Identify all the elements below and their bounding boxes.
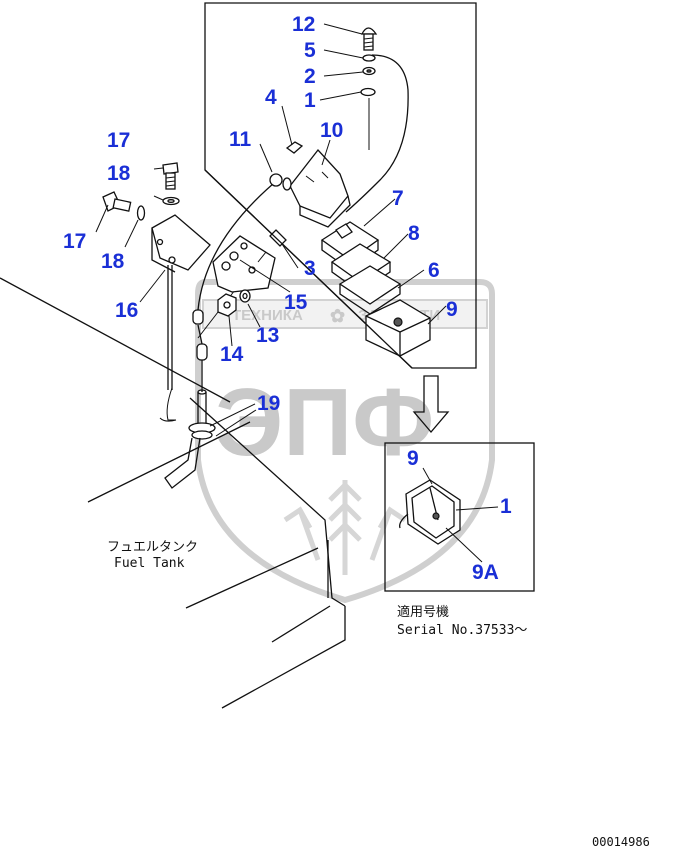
callout-6: 6 [428,259,440,282]
callout-17-top: 17 [107,129,130,152]
bushing-3 [269,229,287,247]
fuel-tank [0,277,346,709]
serial-label-jp: 適用号機 [397,604,449,620]
callout-14: 14 [220,343,244,366]
callout-7: 7 [392,187,404,210]
cover-10 [289,148,351,228]
label-4 [285,141,304,154]
nut-14 [217,293,237,317]
inset-frame [384,442,535,592]
callout-10: 10 [320,119,343,142]
gauge-9 [365,299,431,357]
callout-1: 1 [304,89,316,112]
callout-18-top: 18 [107,162,131,185]
callout-3: 3 [304,257,316,280]
inset-callout-9A: 9A [472,561,499,584]
drawing-number: 00014986 [592,835,650,849]
down-arrow-icon [412,375,450,434]
washer-18-top [162,196,180,206]
inset-gauge-9 [399,479,461,545]
callout-8: 8 [408,222,420,245]
callout-4: 4 [265,86,277,109]
callout-18-side: 18 [101,250,125,273]
main-detail-frame [204,2,477,369]
callout-13: 13 [256,324,279,347]
callout-2: 2 [304,65,316,88]
fuel-tank-label-jp: フュエルタンク [107,540,198,555]
washer-13 [239,289,251,303]
bracket-16 [151,214,211,390]
washer-2 [362,66,376,76]
washer-5 [362,54,376,62]
fuel-tank-label-en: Fuel Tank [114,556,185,571]
watermark-shield [195,279,495,604]
callout-19: 19 [257,392,280,415]
washer-1 [360,87,376,97]
callout-15: 15 [284,291,308,314]
callout-17-side: 17 [63,230,86,253]
callout-numbers: 12 5 2 1 4 10 11 17 18 17 18 7 8 6 3 15 … [63,13,512,584]
screw-12 [360,27,378,51]
callout-11: 11 [229,128,252,151]
callout-12: 12 [292,13,315,36]
inset-callout-1: 1 [500,495,512,518]
plate-15 [212,235,276,293]
watermark: ТЕХНИКА ✿ ЗАПЧАСТИ ЭПФ [195,279,495,604]
bolt-17-top [162,162,179,190]
inset-callout-9: 9 [407,447,419,470]
callout-5: 5 [304,39,316,62]
watermark-text-left: ТЕХНИКА [232,307,303,324]
callout-9: 9 [446,298,458,321]
grommet-11 [269,173,292,191]
frame-diagonal [204,169,413,369]
leader-lines [95,23,499,563]
serial-label-en: Serial No.37533～ [397,623,527,638]
wire-loop [345,54,409,213]
watermark-big-text: ЭПФ [215,369,434,476]
watermark-wheat-icon [283,480,407,575]
washer-18-side [136,205,146,221]
text-notes: フュエルタンク Fuel Tank 適用号機 Serial No.37533～ … [107,540,650,849]
watermark-gear-icon: ✿ [330,306,345,326]
bolt-17-side [102,191,132,212]
callout-16: 16 [115,299,138,322]
